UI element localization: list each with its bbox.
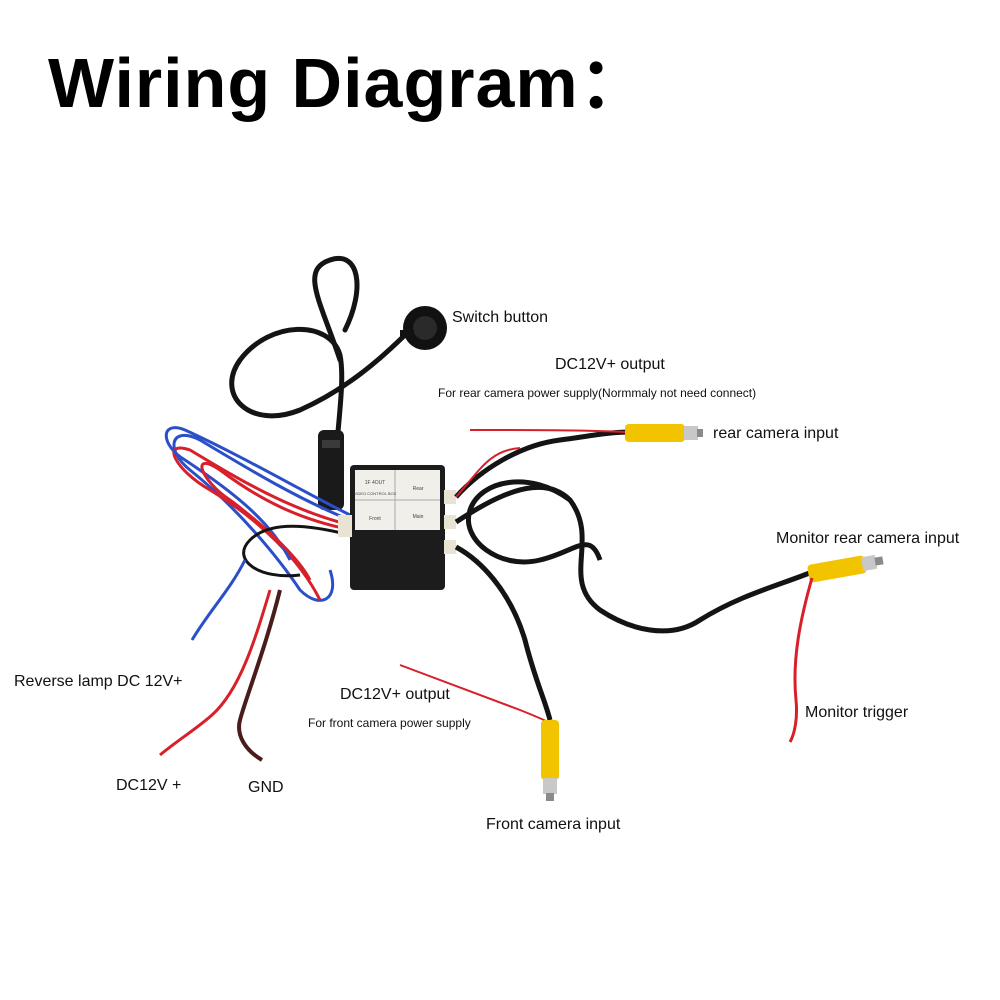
box-text-main: Main [413, 514, 424, 520]
diagram-title: Wiring Diagram： [48, 44, 650, 122]
switch-button-cable [229, 255, 413, 510]
rear-dc12v-note: For rear camera power supply(Normmaly no… [438, 386, 757, 400]
monitor-rear-camera-input-label: Monitor rear camera input [776, 530, 960, 547]
rear-camera-cable [454, 429, 631, 499]
box-text-middle: VIDEO CONTROL BOX [354, 491, 397, 496]
switch-button-label: Switch button [452, 309, 549, 326]
reverse-lamp-label: Reverse lamp DC 12V+ [14, 673, 183, 690]
front-dc12v-note: For front camera power supply [308, 716, 471, 730]
monitor-cable [454, 479, 813, 634]
rear-camera-rca-icon [625, 424, 703, 442]
power-harness [159, 426, 353, 762]
monitor-trigger-wire [788, 577, 814, 743]
box-text-top: 1F 4OUT [365, 480, 386, 486]
box-text-front: Front [369, 516, 381, 522]
front-camera-input-label: Front camera input [486, 816, 621, 833]
box-text-rear: Rear [413, 486, 424, 492]
dc12v-plus-label: DC12V + [116, 777, 182, 794]
rear-camera-input-label: rear camera input [713, 425, 839, 442]
switch-button-icon [400, 306, 447, 350]
rear-dc12v-output-label: DC12V+ output [555, 356, 665, 373]
front-camera-rca-icon [541, 720, 559, 801]
video-control-box: 1F 4OUT VIDEO CONTROL BOX Rear Main Fron… [338, 465, 456, 590]
monitor-rca-icon [807, 554, 884, 583]
gnd-label: GND [248, 779, 284, 796]
monitor-trigger-label: Monitor trigger [805, 704, 909, 721]
front-camera-cable [399, 544, 553, 723]
front-dc12v-output-label: DC12V+ output [340, 686, 450, 703]
